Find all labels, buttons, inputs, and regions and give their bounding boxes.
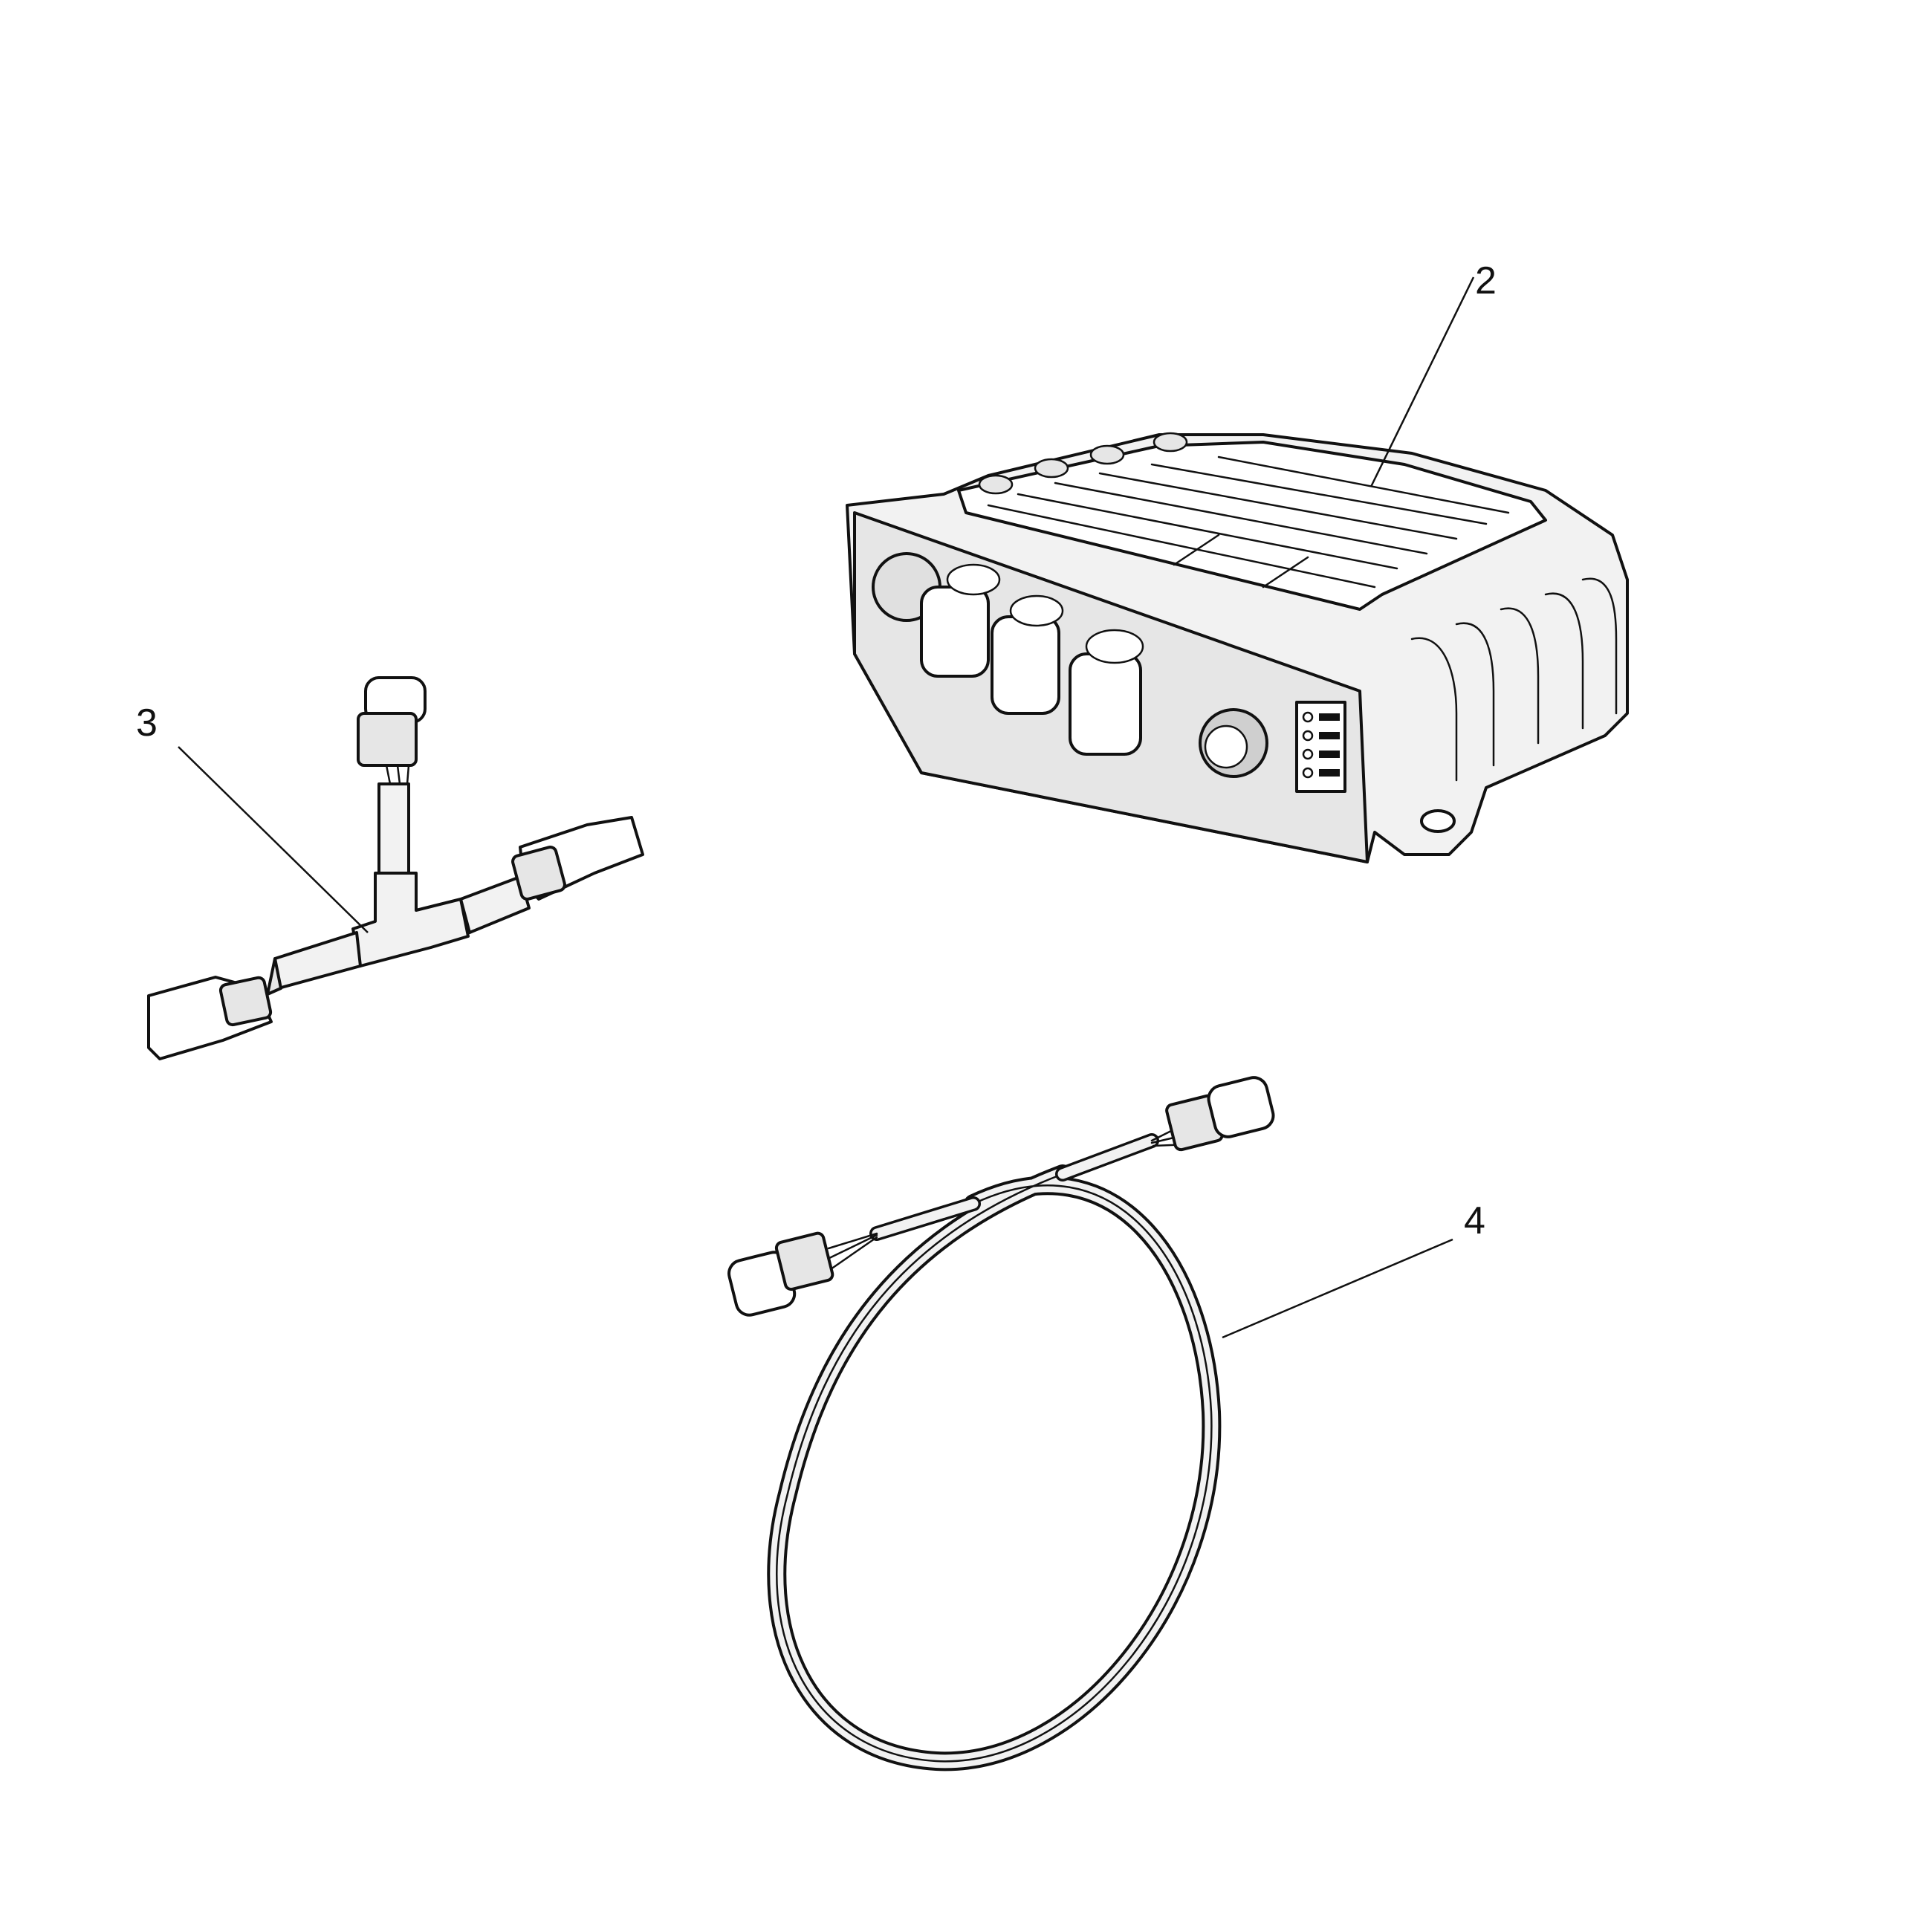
t-harness bbox=[147, 676, 644, 1060]
t-harness-left-cable bbox=[273, 931, 362, 990]
module-mounting-hole bbox=[1420, 809, 1456, 833]
module-connector-2 bbox=[991, 615, 1060, 715]
callout-leader-2 bbox=[1369, 276, 1475, 487]
extension-cable bbox=[727, 1076, 1275, 1771]
extension-cable-right-connector bbox=[1207, 1076, 1275, 1138]
callout-label-4: 4 bbox=[1464, 1199, 1485, 1242]
t-harness-vertical-cable bbox=[377, 782, 410, 875]
callout-leader-3 bbox=[178, 746, 369, 933]
callout-2: 2 bbox=[1369, 259, 1497, 487]
module-top-fins bbox=[987, 456, 1510, 589]
t-harness-junction bbox=[351, 872, 470, 967]
module-connector-3 bbox=[1069, 652, 1142, 756]
control-module bbox=[846, 432, 1629, 863]
callout-4: 4 bbox=[1222, 1199, 1485, 1339]
module-side-fins bbox=[1410, 577, 1618, 782]
callout-3: 3 bbox=[136, 701, 369, 933]
callout-leader-4 bbox=[1222, 1238, 1453, 1339]
module-connector-1 bbox=[920, 586, 990, 678]
callout-label-3: 3 bbox=[136, 701, 158, 745]
module-top-bumps bbox=[978, 432, 1188, 495]
callout-label-2: 2 bbox=[1475, 259, 1497, 302]
module-top-frame bbox=[957, 441, 1547, 611]
t-harness-right-cable bbox=[459, 875, 531, 934]
